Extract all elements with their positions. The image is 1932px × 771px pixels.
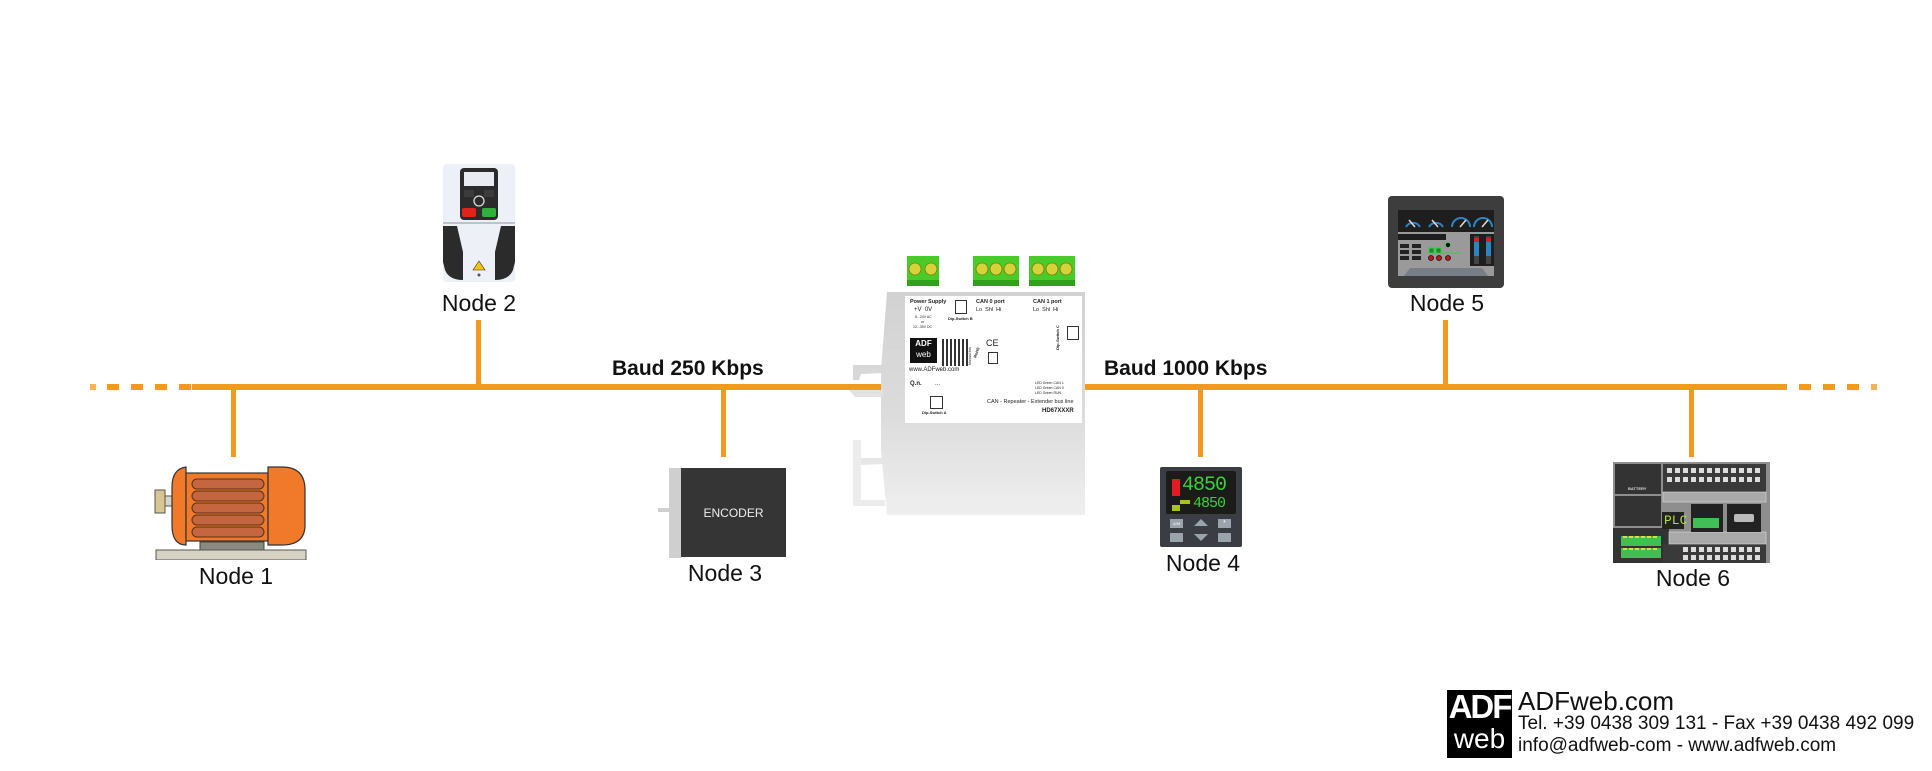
up-arrow-key[interactable]: [1194, 519, 1208, 526]
enter-key[interactable]: [1218, 533, 1231, 542]
cycle-key[interactable]: [1170, 533, 1183, 542]
can-bus-segment-250: [192, 384, 882, 390]
node-5-hmi-icon: [1388, 196, 1504, 288]
bar-indicator-icon: [1172, 505, 1180, 511]
encoder-text: ENCODER: [703, 505, 764, 520]
dip-switch-a-icon[interactable]: [930, 396, 943, 409]
power-dc-label: 12...35V DC: [913, 325, 933, 329]
power-ac-label: 8...24V AC: [915, 315, 932, 319]
plc-display-text: PLC: [1664, 513, 1688, 528]
dip-switch-b-label: Dip-Switch B: [948, 316, 973, 321]
can-repeater-device[interactable]: Power Supply +V 0V 8...24V AC or 12...35…: [845, 250, 1090, 518]
company-name: ADFweb.com: [1518, 686, 1675, 716]
baud-label-250: Baud 250 Kbps: [612, 357, 764, 380]
display-bottom-value: 4850: [1193, 495, 1226, 512]
baud-label-1000: Baud 1000 Kbps: [1104, 357, 1268, 380]
drop-line-node-6: [1689, 386, 1694, 457]
can1-terminals-label: Lo Shl Hi: [1033, 307, 1059, 313]
node-6-label: Node 6: [1655, 565, 1731, 591]
footer-logo-bottom: web: [1453, 723, 1506, 754]
qn-value: ...: [935, 381, 941, 387]
drop-line-node-2: [476, 320, 481, 388]
weee-bin-icon: [988, 352, 998, 364]
node-2-label: Node 2: [441, 290, 517, 316]
device-logo-bottom: web: [916, 350, 931, 359]
drop-line-node-4: [1198, 386, 1203, 457]
footer-logo-top: ADF: [1448, 688, 1513, 725]
power-terminals-label: +V 0V: [914, 307, 933, 313]
adfweb-footer-logo: ADF web: [1447, 690, 1512, 758]
qn-label: Q.n.: [910, 381, 922, 387]
device-logo-top: ADF: [915, 339, 932, 348]
adfweb-device-logo: ADF web: [910, 338, 937, 363]
plc-battery-label: BATTERY: [1628, 486, 1647, 491]
red-indicator-icon: [1172, 479, 1180, 496]
drop-line-node-5: [1443, 320, 1448, 388]
manual-label: Manual link: [967, 347, 972, 365]
led-can0-label: LED Green CAN 0: [1035, 386, 1064, 390]
company-contact[interactable]: info@adfweb-com - www.adfweb.com: [1518, 735, 1837, 756]
node-1-motor-icon: [150, 465, 310, 561]
star-key[interactable]: *: [1218, 519, 1231, 528]
node-2-drive-icon: [443, 162, 515, 284]
qr-code-icon: [942, 339, 969, 366]
can-bus-segment-1000: [1084, 384, 1787, 390]
power-supply-label: Power Supply: [910, 299, 947, 305]
node-3-encoder-icon: ENCODER: [658, 468, 790, 558]
node-1-label: Node 1: [198, 563, 274, 589]
node-6-plc-icon: BATTERY PLC: [1613, 462, 1770, 563]
can0-terminals-label: Lo Shl Hi: [976, 307, 1002, 313]
dip-switch-a-label: Dip-Switch A: [922, 410, 947, 415]
node-4-controller-icon: 4850 4850 A/M *: [1160, 467, 1242, 547]
down-arrow-key[interactable]: [1194, 534, 1208, 541]
power-or-label: or: [921, 320, 925, 324]
am-key[interactable]: A/M: [1170, 519, 1183, 528]
dip-switch-b-icon[interactable]: [955, 300, 967, 314]
led-can1-label: LED Green CAN 1: [1035, 381, 1064, 385]
drop-line-node-3: [721, 386, 726, 457]
display-top-value: 4850: [1182, 474, 1227, 497]
drop-line-node-1: [231, 386, 236, 457]
dip-switch-c-icon[interactable]: [1067, 326, 1079, 340]
device-description: CAN - Repeater - Extender bus line: [987, 399, 1074, 405]
node-3-label: Node 3: [687, 560, 763, 586]
can1-port-label: CAN 1 port: [1033, 299, 1062, 305]
node-5-label: Node 5: [1409, 290, 1485, 316]
company-phone: Tel. +39 0438 309 131 - Fax +39 0438 492…: [1518, 713, 1915, 734]
website-label: www.ADFweb.com: [909, 367, 960, 373]
node-4-label: Node 4: [1165, 550, 1241, 576]
ce-mark: CE: [986, 338, 999, 348]
led-run-label: LED Green RUN: [1035, 391, 1062, 395]
device-model: HD67XXXR: [1042, 408, 1074, 414]
can0-port-label: CAN 0 port: [976, 299, 1005, 305]
dip-switch-c-label: Dip-Switch C: [1054, 325, 1060, 350]
